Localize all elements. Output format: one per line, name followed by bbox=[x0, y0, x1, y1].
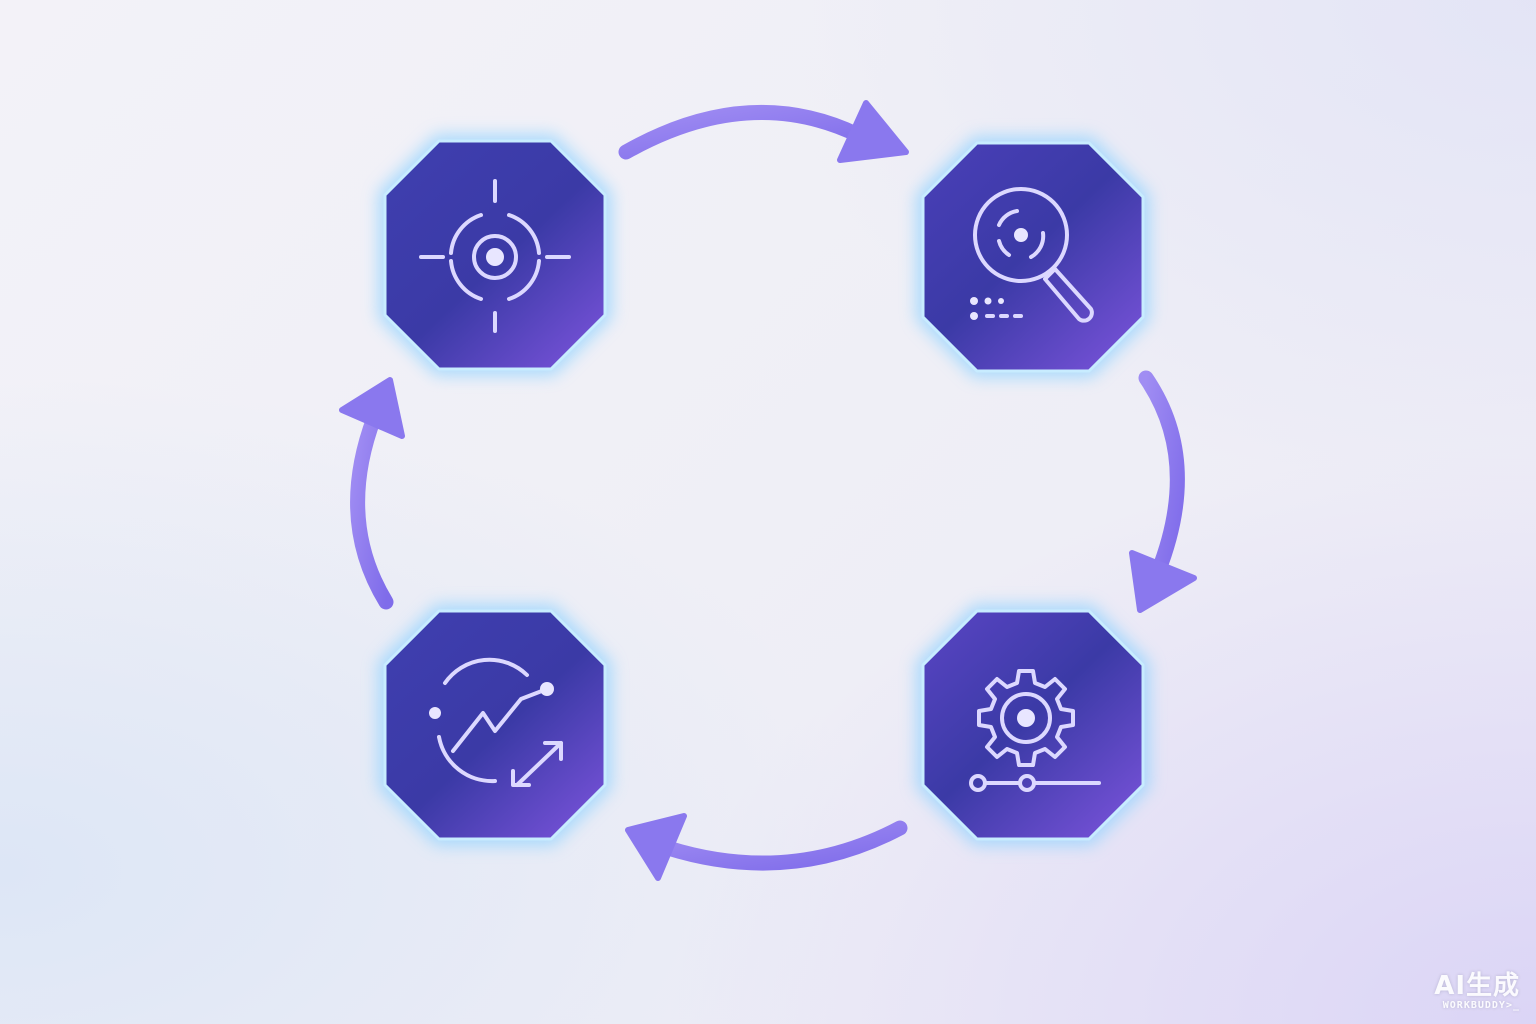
magnifier-analysis-icon bbox=[970, 187, 1094, 323]
target-crosshair-icon bbox=[419, 179, 571, 333]
gear-settings-icon bbox=[969, 669, 1101, 792]
step-optimize-tile bbox=[916, 604, 1150, 846]
ai-generated-watermark: AI生成 WORKBUDDY>_ bbox=[1434, 972, 1520, 1012]
arrow-top bbox=[618, 100, 909, 163]
arrow-bottom bbox=[625, 813, 908, 881]
step-growth-tile bbox=[378, 604, 612, 846]
arrow-left bbox=[339, 377, 405, 610]
arrow-right bbox=[1129, 370, 1197, 613]
watermark-main-text: AI生成 bbox=[1434, 971, 1520, 1001]
watermark-sub-text: WORKBUDDY>_ bbox=[1442, 1000, 1520, 1011]
step-target-tile bbox=[378, 134, 612, 376]
growth-trend-cycle-icon bbox=[429, 657, 563, 787]
step-analyze-tile bbox=[916, 136, 1150, 378]
